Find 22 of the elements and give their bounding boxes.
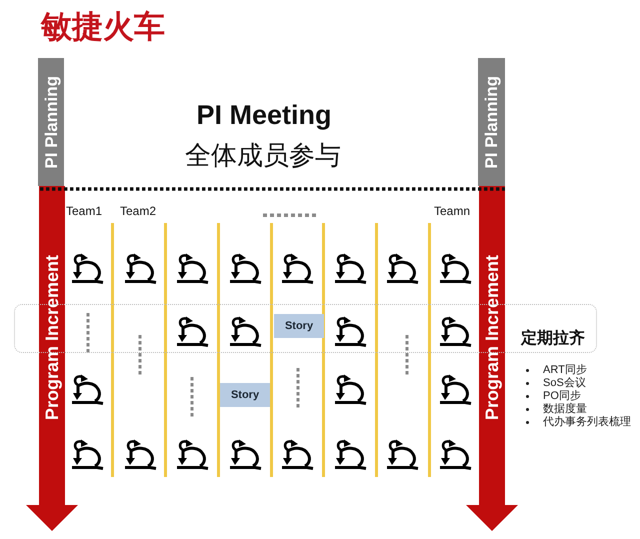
bullet-text: 数据度量 bbox=[543, 403, 587, 416]
bar-label: PI Planning bbox=[483, 76, 500, 168]
planning-bar bbox=[478, 58, 505, 186]
bar-label: PI Planning bbox=[42, 76, 60, 168]
team-label: Teamn bbox=[434, 205, 470, 218]
bullet-text: PO同步 bbox=[543, 390, 581, 402]
team-label: Team2 bbox=[120, 205, 156, 218]
bullet-text: 代办事务列表梳理 bbox=[543, 416, 631, 429]
story-card bbox=[220, 383, 270, 407]
meeting-subheading: 全体成员参与 bbox=[185, 141, 341, 170]
arrow-label: Program Increment bbox=[43, 255, 61, 421]
page-title: 敏捷火车 bbox=[41, 9, 165, 45]
planning-bar bbox=[38, 58, 64, 186]
story-label: Story bbox=[284, 320, 314, 332]
team-label: Team1 bbox=[66, 205, 102, 218]
meeting-heading: PI Meeting bbox=[196, 101, 332, 131]
arrow-label: Program Increment bbox=[483, 255, 501, 421]
bullet-text: SoS会议 bbox=[543, 377, 586, 390]
bullet-text: ART同步 bbox=[543, 364, 587, 377]
story-label: Story bbox=[230, 388, 260, 402]
band-label: 定期拉齐 bbox=[521, 330, 585, 348]
story-card bbox=[274, 314, 324, 338]
